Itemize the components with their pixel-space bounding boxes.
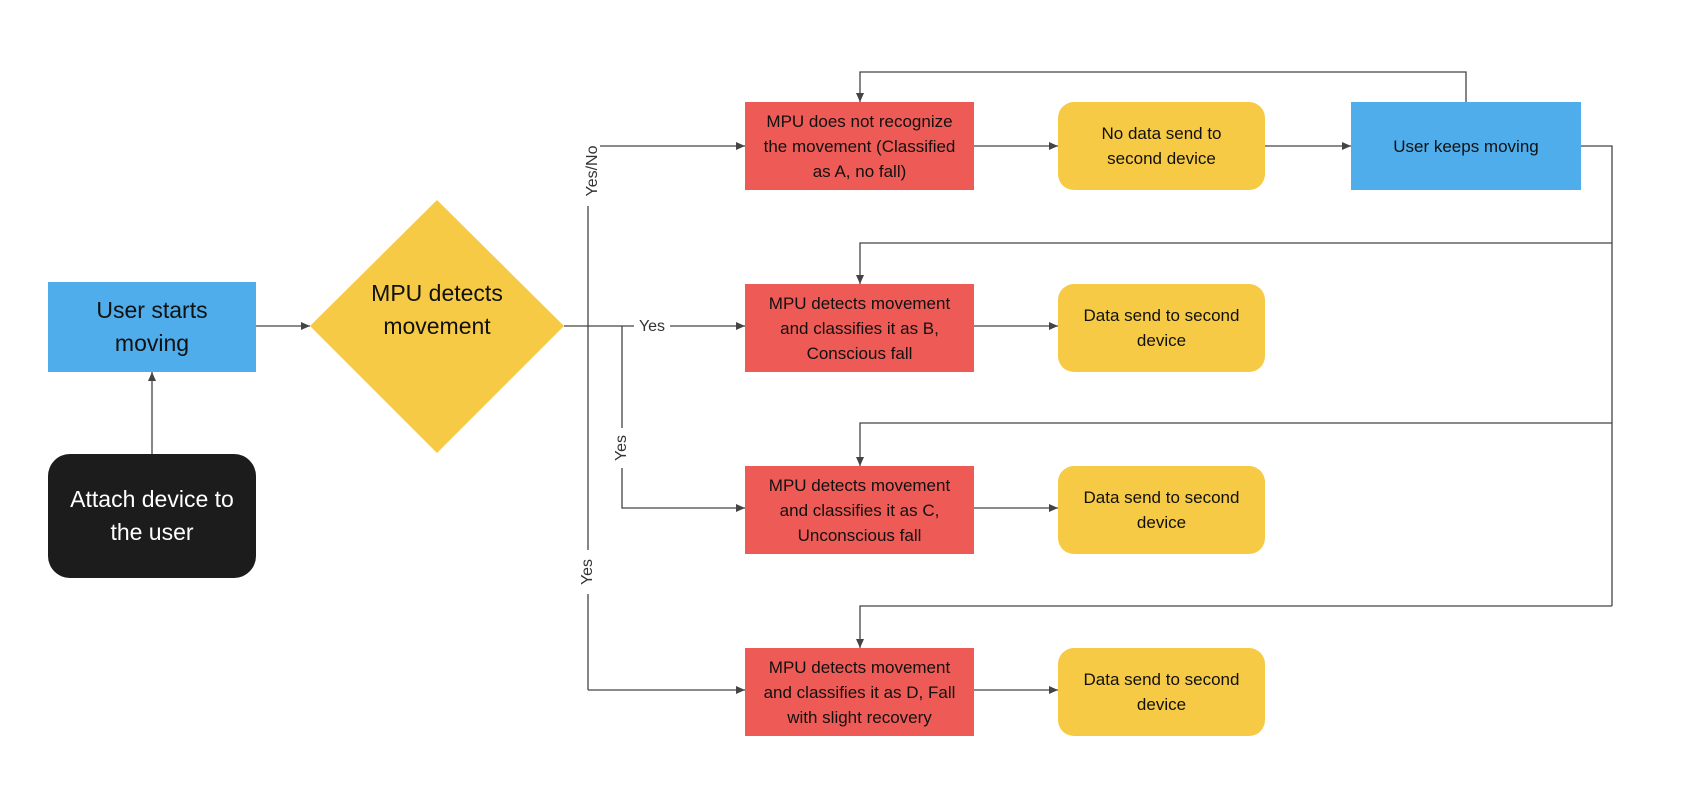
node-no-data-send: No data send to second device [1058,102,1265,190]
node-label: Data send to second device [1083,670,1240,714]
node-mpu-detects-movement: MPU detects movement [357,277,517,343]
node-data-send-d: Data send to second device [1058,648,1265,736]
node-label: No data send to second device [1101,124,1222,168]
node-user-keeps-moving: User keeps moving [1351,102,1581,190]
node-label: User starts moving [96,297,208,356]
node-label: MPU does not recognize the movement (Cla… [763,111,956,181]
node-class-a: MPU does not recognize the movement (Cla… [745,102,974,190]
node-user-starts-moving: User starts moving [48,282,256,372]
edge-label-yes-b: Yes [639,318,665,335]
node-label: MPU detects movement and classifies it a… [768,293,951,363]
node-label: MPU detects movement [371,280,503,339]
node-label: Data send to second device [1083,488,1240,532]
node-attach-device: Attach device to the user [48,454,256,578]
node-label: User keeps moving [1393,136,1539,156]
node-label: MPU detects movement and classifies it a… [763,657,956,727]
node-class-b: MPU detects movement and classifies it a… [745,284,974,372]
node-label: MPU detects movement and classifies it a… [768,475,951,545]
edge-label-yes-no: Yes/No [584,145,601,196]
edge-loop-to-c [856,422,1612,466]
edge-label-yes-c: Yes [613,435,630,461]
edge-loop-to-a [856,71,1467,102]
edge-to-c [621,326,745,512]
node-class-c: MPU detects movement and classifies it a… [745,466,974,554]
node-label: Data send to second device [1083,306,1240,350]
edge-label-yes-d: Yes [579,559,596,585]
node-class-d: MPU detects movement and classifies it a… [745,648,974,736]
node-data-send-b: Data send to second device [1058,284,1265,372]
node-data-send-c: Data send to second device [1058,466,1265,554]
decision-diamond [310,200,564,453]
node-label: Attach device to the user [70,486,234,545]
edge-keeps-right [1581,145,1613,606]
edge-loop-to-b [856,242,1612,284]
edge-loop-to-d [856,605,1612,648]
